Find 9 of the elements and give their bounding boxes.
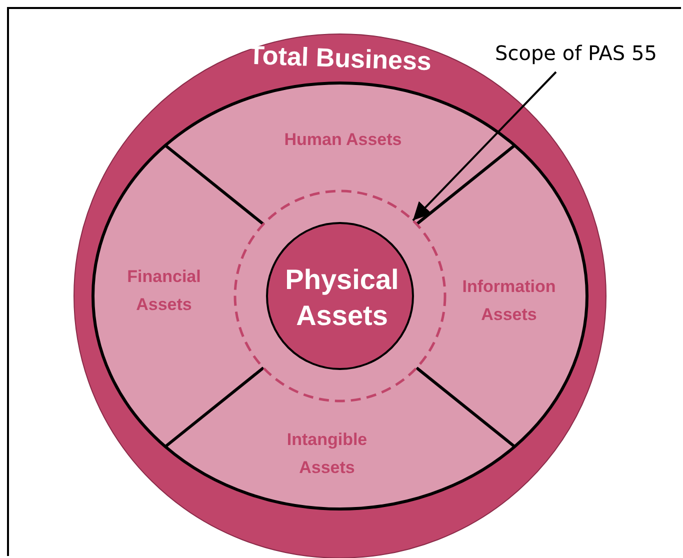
segment-label: Physical Assets [284,263,400,333]
segment-label: Total Business [247,38,433,78]
dashed-circle [233,189,447,403]
quadrant-label: Intangible Assets [267,426,387,482]
quadrant-label: Human Assets [263,126,423,182]
quadrant-label: Information Assets [444,273,574,329]
leader-arrow [412,71,557,222]
callout-text: Scope of PAS 55 [478,36,674,70]
quadrant-label: Financial Assets [104,263,224,319]
